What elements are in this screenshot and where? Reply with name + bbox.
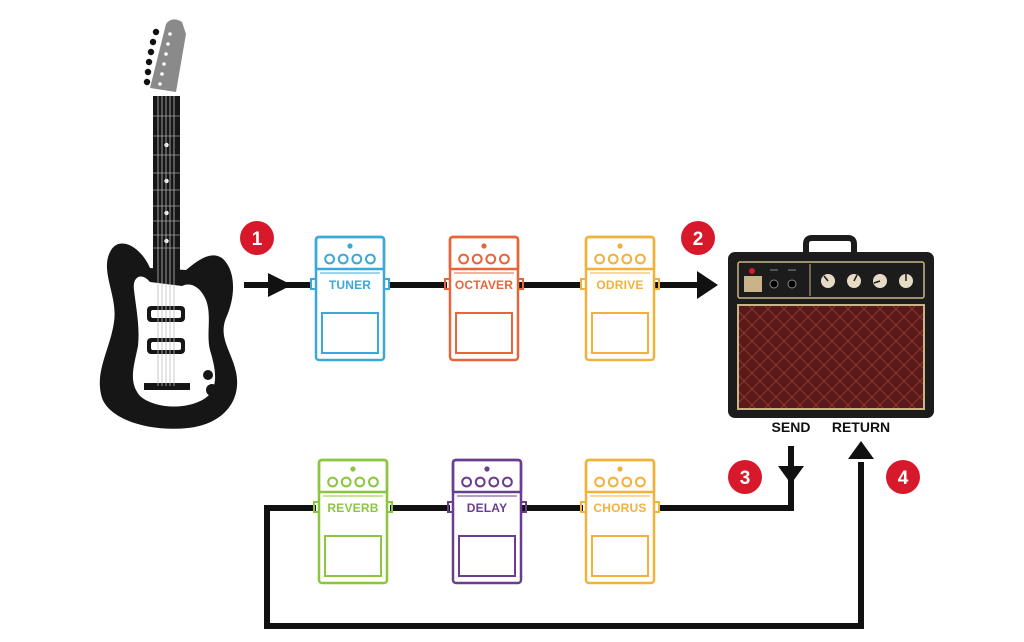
pedal-delay: DELAY (447, 458, 527, 585)
arrow-down-from-send (778, 466, 804, 484)
step-number: 1 (252, 229, 263, 250)
send-label: SEND (772, 419, 811, 435)
pedal-label: CHORUS (593, 501, 646, 515)
step-markers: 1 2 3 4 (240, 221, 920, 494)
electric-guitar-icon (99, 19, 238, 429)
pedal-label: REVERB (327, 501, 378, 515)
step-marker-3: 3 (728, 460, 762, 494)
pedal-octaver: OCTAVER (444, 235, 524, 362)
step-number: 3 (740, 468, 751, 489)
pedal-label: DELAY (467, 501, 508, 515)
pedal-reverb: REVERB (313, 458, 393, 585)
step-marker-1: 1 (240, 221, 274, 255)
cable-send-to-chorus (659, 446, 794, 511)
pedal-label: OCTAVER (455, 278, 513, 292)
step-number: 2 (693, 229, 704, 250)
amp-grill-pattern (739, 306, 923, 408)
step-marker-2: 2 (681, 221, 715, 255)
arrow-into-amp (697, 271, 718, 299)
signal-arrows (268, 271, 874, 484)
guitar-amp-icon: SEND RETURN (728, 235, 934, 435)
pedal-label: ODRIVE (596, 278, 643, 292)
pedal-odrive: ODRIVE (580, 235, 660, 362)
pedal-tuner: TUNER (310, 235, 390, 362)
return-label: RETURN (832, 419, 890, 435)
step-marker-4: 4 (886, 460, 920, 494)
pedal-label: TUNER (329, 278, 371, 292)
step-number: 4 (898, 468, 909, 489)
pedal-board: TUNER OCTAVER ODRIVE REVERB DELAY CHORUS (310, 235, 660, 585)
arrow-into-tuner (268, 273, 292, 297)
cable-reverb-to-return (264, 462, 864, 629)
pedal-chorus: CHORUS (580, 458, 660, 585)
arrow-up-into-return (848, 441, 874, 459)
